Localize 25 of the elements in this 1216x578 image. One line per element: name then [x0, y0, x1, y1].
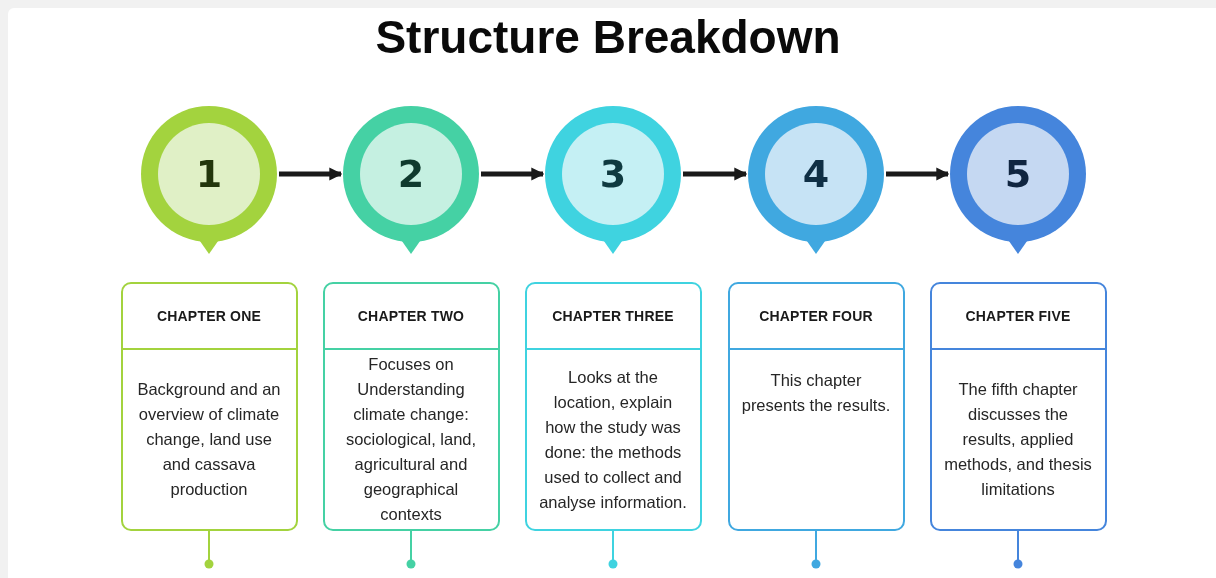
arrow	[683, 167, 748, 181]
diagram-title: Structure Breakdown	[374, 10, 842, 64]
arrow	[886, 167, 950, 181]
chapter-card	[120, 282, 298, 531]
chapter-description: Background and an overview of climate change, land use and cassava production	[136, 379, 282, 500]
arrow	[279, 167, 343, 181]
step-number: 5	[1004, 151, 1032, 198]
step-number: 4	[802, 151, 830, 198]
chapter-description: Looks at the location, explain how the study was done: the methods used to collect and analyse information.	[538, 366, 688, 513]
chapter-heading: CHAPTER TWO	[357, 308, 465, 324]
arrow	[481, 167, 545, 181]
chapter-heading: CHAPTER THREE	[552, 308, 674, 324]
chapter-heading: CHAPTER FIVE	[965, 308, 1071, 324]
step-number: 3	[599, 151, 627, 198]
chapter-description: The fifth chapter discusses the results, applied methods, and thesis limitations	[943, 379, 1093, 500]
chapter-card	[929, 282, 1107, 531]
step-number: 2	[397, 151, 425, 198]
chapter-heading: CHAPTER FOUR	[759, 308, 873, 324]
chapter-description: This chapter presents the results.	[741, 370, 891, 416]
chapter-card	[322, 282, 500, 531]
step-number: 1	[195, 151, 223, 198]
chapter-heading: CHAPTER ONE	[156, 308, 262, 324]
chapter-card	[524, 282, 702, 531]
chapter-description: Focuses on Understanding climate change: sociological, land, agricultural and geographical contexts	[344, 354, 478, 525]
chapter-card	[727, 282, 905, 531]
